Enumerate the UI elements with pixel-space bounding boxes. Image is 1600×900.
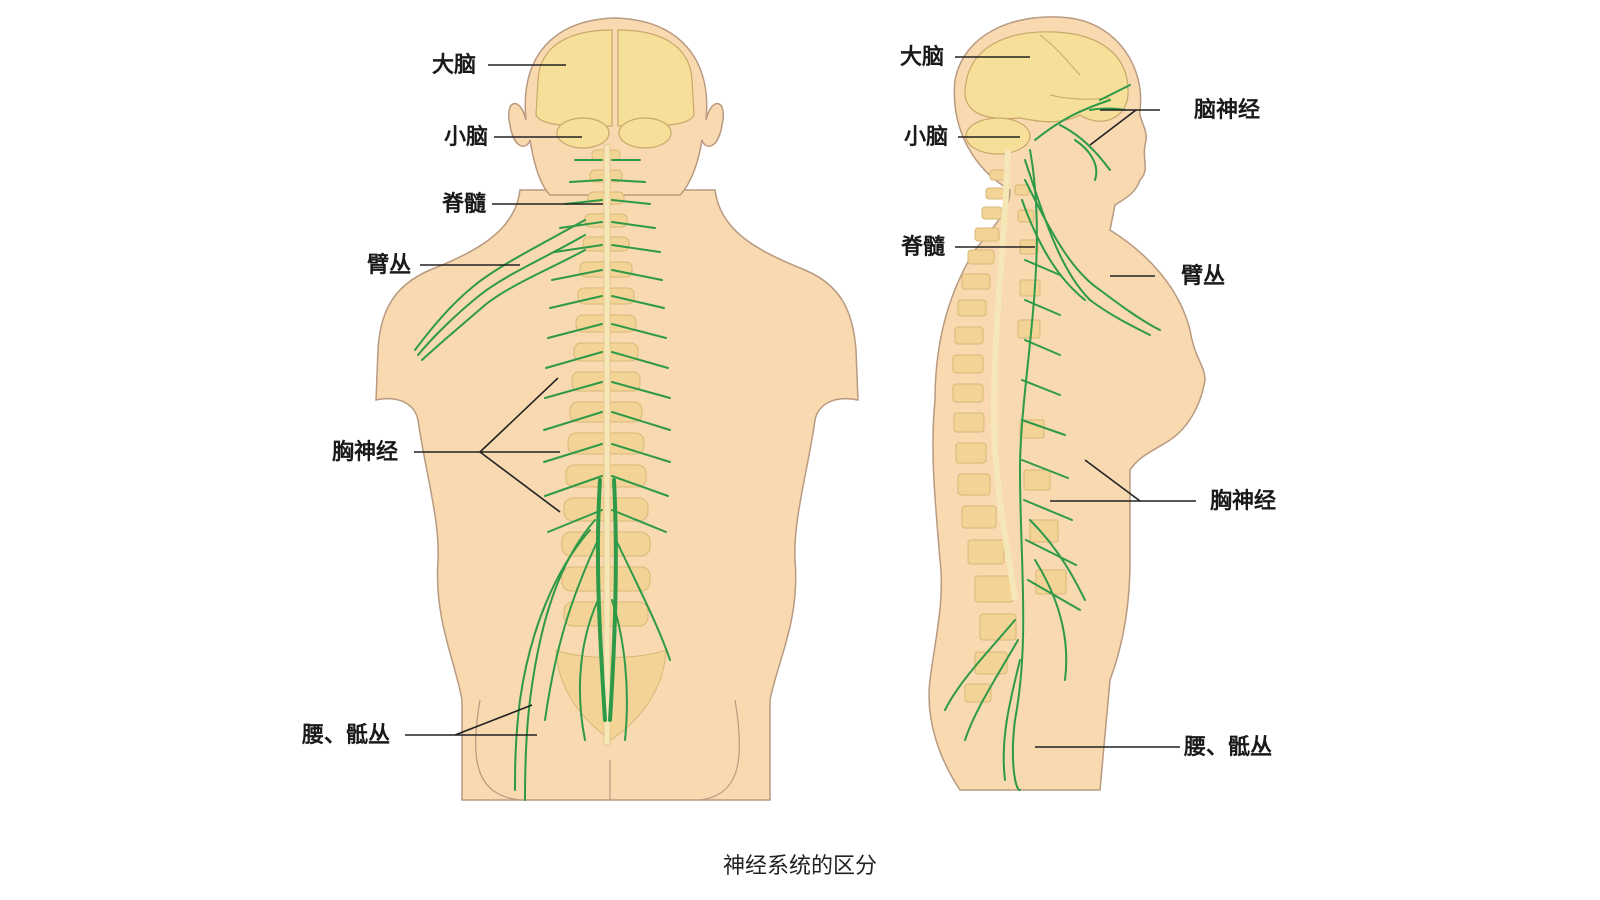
- label-lumbosacral-plexus-back: 腰、骶丛: [302, 722, 391, 748]
- label-cerebrum-side: 大脑: [900, 44, 945, 70]
- leader-lines: [405, 56, 1196, 748]
- label-lumbosacral-plexus-side: 腰、骶丛: [1184, 734, 1273, 760]
- label-cranial-nerves-side: 脑神经: [1194, 97, 1261, 123]
- back-view-figure: [375, 17, 859, 801]
- label-cerebellum-back: 小脑: [444, 124, 489, 150]
- label-cerebrum-back: 大脑: [432, 52, 477, 78]
- label-spinal-cord-side: 脊髓: [901, 234, 946, 260]
- label-cerebellum-side: 小脑: [904, 124, 949, 150]
- label-thoracic-nerves-back: 胸神经: [332, 439, 399, 465]
- label-spinal-cord-back: 脊髓: [442, 191, 487, 217]
- label-thoracic-nerves-side: 胸神经: [1210, 488, 1277, 514]
- label-brachial-plexus-side: 臂丛: [1181, 263, 1226, 289]
- figure-caption: 神经系统的区分: [722, 854, 877, 879]
- side-view-figure: [928, 16, 1206, 791]
- label-brachial-plexus-back: 臂丛: [367, 252, 412, 278]
